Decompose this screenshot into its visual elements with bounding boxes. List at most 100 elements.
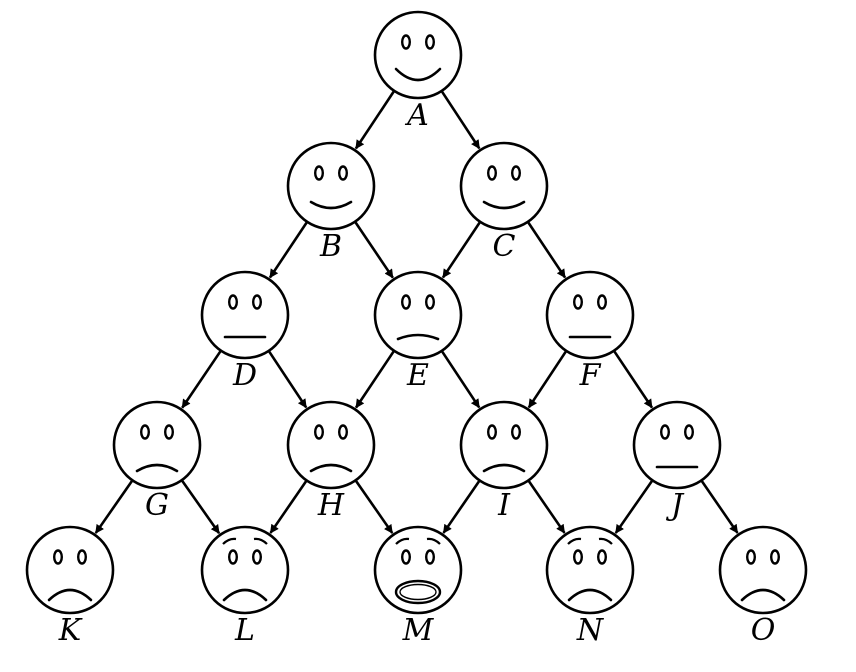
node-label-c: C [493, 229, 516, 264]
face-outline [200, 270, 290, 360]
right-eye-icon [425, 549, 436, 565]
mouth-icon [309, 200, 353, 210]
mouth-icon [135, 463, 179, 473]
left-brow-icon [567, 537, 582, 545]
face-outline [373, 10, 463, 100]
right-eye-icon [425, 34, 436, 50]
mouth-icon [482, 200, 526, 210]
edge-f-j [613, 350, 654, 409]
edge-b-e [354, 221, 394, 279]
face-node-b: B [286, 141, 376, 264]
face-node-g: G [112, 400, 202, 523]
mouth-icon [396, 333, 440, 341]
left-eye-icon [487, 424, 498, 440]
right-eye-icon [597, 549, 608, 565]
node-label-b: B [319, 229, 342, 264]
edge-a-c [441, 91, 481, 150]
left-eye-icon [227, 549, 238, 565]
mouth-inner-icon [399, 583, 437, 601]
edges-layer [94, 90, 739, 534]
face-node-o: O [718, 525, 808, 648]
face-node-h: H [286, 400, 376, 523]
edge-a-b [354, 90, 395, 150]
face-outline [25, 525, 115, 615]
face-outline [632, 400, 722, 490]
node-label-l: L [234, 613, 255, 648]
edge-b-d [268, 221, 308, 279]
right-eye-icon [251, 549, 262, 565]
right-eye-icon [684, 424, 695, 440]
edge-e-h [354, 350, 395, 409]
edge-i-m [442, 480, 481, 534]
face-node-e: E [373, 270, 463, 393]
node-label-j: J [665, 488, 685, 523]
mouth-icon [394, 579, 442, 605]
face-outline [112, 400, 202, 490]
face-node-l: L [200, 525, 290, 648]
mouth-icon [482, 463, 526, 473]
face-outline [373, 270, 463, 360]
mouth-icon [740, 588, 786, 602]
face-node-i: I [459, 400, 549, 523]
face-node-k: K [25, 525, 115, 648]
node-label-a: A [404, 98, 429, 133]
left-eye-icon [660, 424, 671, 440]
node-label-i: I [497, 488, 511, 523]
mouth-icon [567, 588, 613, 602]
right-eye-icon [511, 165, 522, 181]
face-node-d: D [200, 270, 290, 393]
right-eye-icon [76, 549, 87, 565]
face-outline [200, 525, 290, 615]
node-label-k: K [58, 613, 83, 648]
face-node-a: A [373, 10, 463, 133]
mouth-icon [47, 588, 93, 602]
left-eye-icon [573, 549, 584, 565]
face-outline [286, 141, 376, 231]
edge-c-e [441, 221, 481, 279]
left-eye-icon [573, 294, 584, 310]
node-label-h: H [317, 488, 345, 523]
face-outline [459, 400, 549, 490]
right-brow-icon [253, 537, 268, 545]
node-label-f: F [579, 358, 602, 393]
right-brow-icon [426, 537, 441, 545]
edge-g-l [181, 480, 221, 534]
node-label-m: M [402, 613, 435, 648]
edge-g-k [94, 480, 133, 534]
edge-h-l [269, 480, 308, 534]
edge-h-m [355, 480, 394, 534]
right-eye-icon [338, 165, 349, 181]
face-node-c: C [459, 141, 549, 264]
face-node-j: J [632, 400, 722, 523]
edge-i-n [527, 480, 566, 534]
right-eye-icon [770, 549, 781, 565]
right-eye-icon [597, 294, 608, 310]
right-brow-icon [598, 537, 613, 545]
face-outline [459, 141, 549, 231]
left-eye-icon [401, 294, 412, 310]
nodes-layer: A B C D E F G H I J K L M N O [25, 10, 808, 648]
edge-j-n [614, 480, 653, 534]
edge-d-g [181, 350, 222, 409]
face-node-m: M [373, 525, 463, 648]
right-eye-icon [511, 424, 522, 440]
left-eye-icon [401, 34, 412, 50]
edge-e-i [441, 350, 481, 409]
face-outline [545, 270, 635, 360]
left-eye-icon [487, 165, 498, 181]
node-label-o: O [751, 613, 776, 648]
left-eye-icon [227, 294, 238, 310]
node-label-n: N [576, 613, 605, 648]
face-node-f: F [545, 270, 635, 393]
right-eye-icon [163, 424, 174, 440]
right-eye-icon [425, 294, 436, 310]
left-eye-icon [314, 165, 325, 181]
node-label-g: G [145, 488, 169, 523]
right-eye-icon [251, 294, 262, 310]
edge-j-o [700, 480, 739, 534]
face-node-n: N [545, 525, 635, 648]
node-label-d: D [232, 358, 257, 393]
left-eye-icon [314, 424, 325, 440]
